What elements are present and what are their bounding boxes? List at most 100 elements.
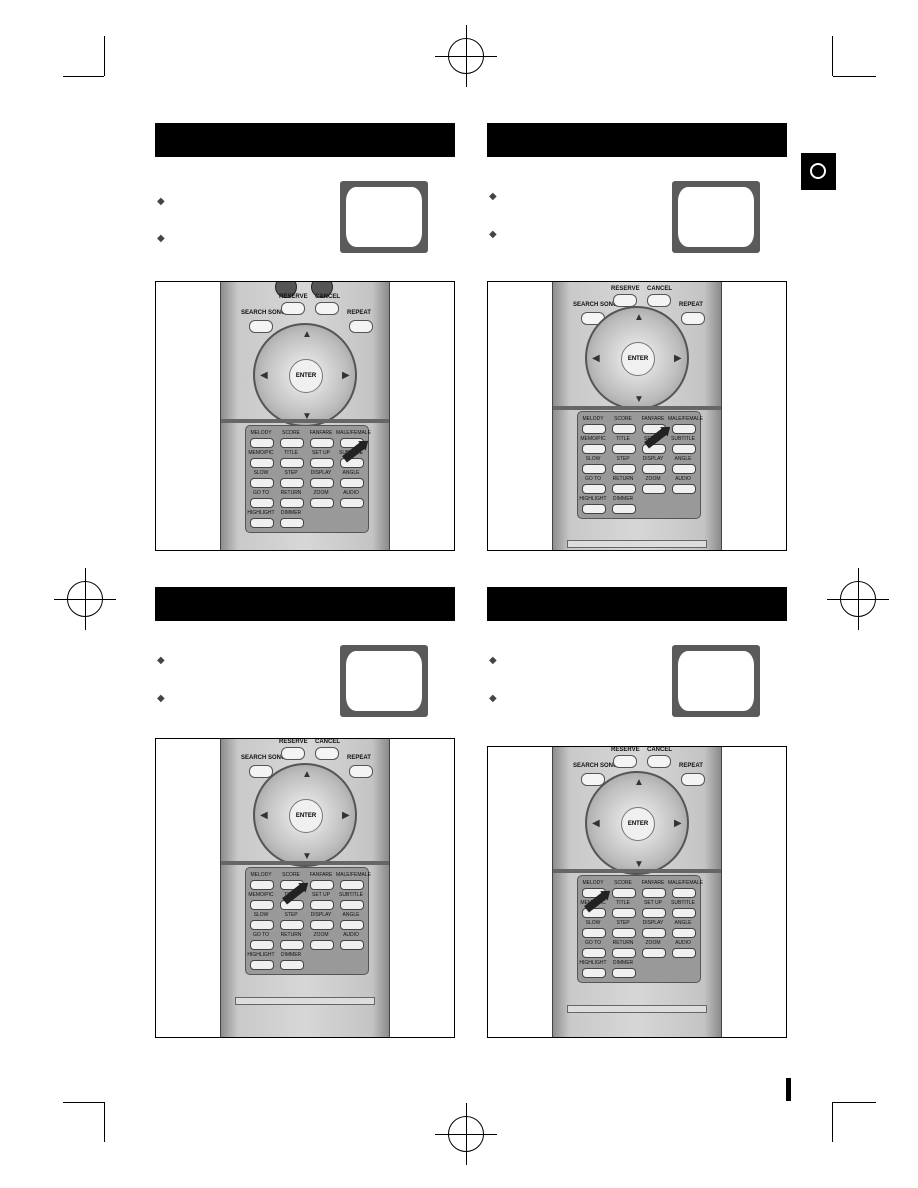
keypad-button[interactable]	[280, 478, 304, 488]
keypad-button[interactable]	[582, 444, 606, 454]
keypad-button[interactable]	[582, 908, 606, 918]
keypad-button[interactable]	[642, 888, 666, 898]
keypad-button[interactable]	[672, 948, 696, 958]
keypad-button[interactable]	[340, 458, 364, 468]
keypad-button[interactable]	[612, 888, 636, 898]
keypad-button[interactable]	[250, 920, 274, 930]
search-song-button[interactable]	[249, 320, 273, 333]
keypad-button[interactable]	[280, 920, 304, 930]
keypad-button[interactable]	[582, 484, 606, 494]
repeat-button[interactable]	[681, 312, 705, 325]
arrow-left-icon[interactable]: ◀	[260, 810, 268, 821]
arrow-left-icon[interactable]: ◀	[592, 353, 600, 364]
keypad-button[interactable]	[612, 948, 636, 958]
arrow-right-icon[interactable]: ▶	[342, 370, 350, 381]
keypad-button[interactable]	[612, 928, 636, 938]
keypad-button[interactable]	[280, 498, 304, 508]
keypad-button[interactable]	[310, 438, 334, 448]
keypad-button[interactable]	[250, 438, 274, 448]
keypad-button[interactable]	[582, 948, 606, 958]
keypad-button[interactable]	[250, 940, 274, 950]
arrow-up-icon[interactable]: ▲	[634, 777, 644, 788]
keypad-button[interactable]	[612, 484, 636, 494]
search-song-button[interactable]	[581, 773, 605, 786]
cancel-button[interactable]	[647, 294, 671, 307]
arrow-down-icon[interactable]: ▼	[302, 851, 312, 862]
keypad-button[interactable]	[672, 484, 696, 494]
cancel-button[interactable]	[315, 302, 339, 315]
keypad-button[interactable]	[340, 920, 364, 930]
keypad-button[interactable]	[310, 900, 334, 910]
keypad-button[interactable]	[250, 900, 274, 910]
arrow-right-icon[interactable]: ▶	[674, 353, 682, 364]
repeat-button[interactable]	[681, 773, 705, 786]
keypad-button[interactable]	[672, 444, 696, 454]
arrow-left-icon[interactable]: ◀	[592, 818, 600, 829]
keypad-button[interactable]	[280, 900, 304, 910]
direction-pad[interactable]: ENTER ▲ ▼ ◀ ▶	[253, 763, 357, 867]
keypad-button[interactable]	[340, 880, 364, 890]
direction-pad[interactable]: ENTER ▲ ▼ ◀ ▶	[585, 771, 689, 875]
keypad-button[interactable]	[582, 424, 606, 434]
enter-button[interactable]: ENTER	[289, 799, 323, 833]
keypad-button[interactable]	[340, 478, 364, 488]
cancel-button[interactable]	[647, 755, 671, 768]
keypad-button[interactable]	[280, 458, 304, 468]
enter-button[interactable]: ENTER	[289, 359, 323, 393]
keypad-button[interactable]	[310, 478, 334, 488]
keypad-button[interactable]	[642, 444, 666, 454]
keypad-button[interactable]	[612, 444, 636, 454]
keypad-button[interactable]	[612, 908, 636, 918]
keypad-button[interactable]	[250, 518, 274, 528]
reserve-button[interactable]	[281, 302, 305, 315]
keypad-button[interactable]	[582, 464, 606, 474]
arrow-down-icon[interactable]: ▼	[302, 411, 312, 422]
arrow-down-icon[interactable]: ▼	[634, 394, 644, 405]
keypad-button[interactable]	[250, 960, 274, 970]
reserve-button[interactable]	[613, 294, 637, 307]
keypad-button[interactable]	[280, 940, 304, 950]
arrow-right-icon[interactable]: ▶	[674, 818, 682, 829]
keypad-button[interactable]	[250, 498, 274, 508]
keypad-button[interactable]	[250, 458, 274, 468]
keypad-button[interactable]	[310, 920, 334, 930]
keypad-button[interactable]	[310, 498, 334, 508]
arrow-up-icon[interactable]: ▲	[302, 769, 312, 780]
keypad-button[interactable]	[642, 464, 666, 474]
keypad-button[interactable]	[582, 504, 606, 514]
reserve-button[interactable]	[281, 747, 305, 760]
keypad-button[interactable]	[672, 424, 696, 434]
cancel-button[interactable]	[315, 747, 339, 760]
arrow-up-icon[interactable]: ▲	[634, 312, 644, 323]
arrow-left-icon[interactable]: ◀	[260, 370, 268, 381]
keypad-button[interactable]	[612, 424, 636, 434]
keypad-button[interactable]	[642, 484, 666, 494]
keypad-button[interactable]	[612, 968, 636, 978]
keypad-button[interactable]	[672, 464, 696, 474]
keypad-button[interactable]	[642, 948, 666, 958]
keypad-button[interactable]	[612, 464, 636, 474]
keypad-button[interactable]	[280, 518, 304, 528]
keypad-button[interactable]	[612, 504, 636, 514]
keypad-button[interactable]	[340, 498, 364, 508]
keypad-button[interactable]	[250, 880, 274, 890]
direction-pad[interactable]: ENTER ▲ ▼ ◀ ▶	[253, 323, 357, 427]
keypad-button[interactable]	[280, 438, 304, 448]
direction-pad[interactable]: ENTER ▲ ▼ ◀ ▶	[585, 306, 689, 410]
search-song-button[interactable]	[249, 765, 273, 778]
keypad-button[interactable]	[310, 940, 334, 950]
keypad-button[interactable]	[672, 928, 696, 938]
keypad-button[interactable]	[642, 928, 666, 938]
arrow-up-icon[interactable]: ▲	[302, 329, 312, 340]
keypad-button[interactable]	[340, 940, 364, 950]
arrow-down-icon[interactable]: ▼	[634, 859, 644, 870]
keypad-button[interactable]	[310, 880, 334, 890]
keypad-button[interactable]	[250, 478, 274, 488]
keypad-button[interactable]	[672, 908, 696, 918]
keypad-button[interactable]	[582, 968, 606, 978]
enter-button[interactable]: ENTER	[621, 807, 655, 841]
keypad-button[interactable]	[310, 458, 334, 468]
keypad-button[interactable]	[672, 888, 696, 898]
keypad-button[interactable]	[280, 960, 304, 970]
arrow-right-icon[interactable]: ▶	[342, 810, 350, 821]
